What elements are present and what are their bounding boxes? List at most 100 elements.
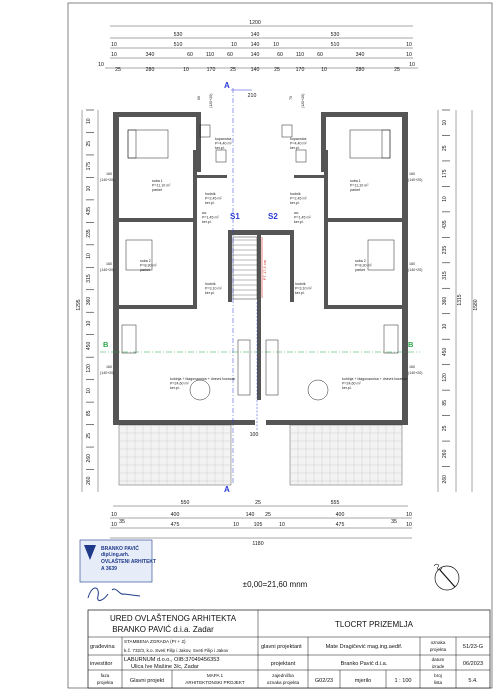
room-label: wc: [202, 211, 207, 215]
room-label: P=3,10 m²: [205, 287, 222, 291]
room-label: kupaonica: [215, 137, 231, 141]
dim-vertical-value: 435: [442, 220, 448, 229]
window-dim-left-2: (120+20): [209, 94, 213, 109]
dim-label: 10: [231, 42, 237, 48]
dim-label: 530: [331, 32, 340, 38]
room-label: ker.pl.: [342, 386, 352, 390]
label-faza-2: projekta: [97, 680, 114, 685]
dim-vertical-value: 235: [86, 229, 92, 238]
dim-label: 25: [115, 67, 121, 73]
room-label: wc: [294, 211, 299, 215]
room-label: kuhinja + blagovaonica + dnevni boravak: [170, 377, 235, 381]
label-gradevina: građevina: [90, 644, 115, 650]
value-gradevina-2: k.č. 732/3, k.o. Sveti Filip i Jakov, Sv…: [124, 648, 229, 653]
dim-label: 10: [233, 522, 239, 528]
room-label: ker.pl.: [170, 386, 180, 390]
dim-210: 210: [248, 93, 257, 99]
dim-label: 10: [279, 522, 285, 528]
room-label: ker.pl.: [205, 291, 215, 295]
elevation-note: ±0,00=21,60 mnm: [243, 580, 308, 589]
label-broj-1: broj: [434, 673, 442, 678]
stamp-role: OVLAŠTENI ARHITEKT: [101, 557, 156, 565]
dim-vertical-value: 260: [86, 476, 92, 485]
dim-vertical-value: 10: [86, 388, 92, 394]
staircase: PT 17,5 cm: [232, 236, 267, 430]
building-walls: [113, 112, 408, 425]
dim-vertical-value: 120: [442, 373, 448, 382]
room-label: ker.pl.: [294, 220, 304, 224]
room-label: P=11,10 m²: [350, 184, 369, 188]
dim-label: 280: [146, 67, 155, 73]
room-label: soba 1: [350, 179, 361, 183]
label-mjerilo: mjerilo: [355, 678, 371, 684]
dim-label: 550: [181, 500, 190, 506]
dim-label: 10: [111, 52, 117, 58]
section-line-a: A A 210: [224, 81, 256, 494]
window-label-l2b: (140+20): [100, 268, 115, 272]
dim-label: 530: [174, 32, 183, 38]
label-zajednicka-1: zajednička: [272, 673, 294, 678]
dim-vertical-value: 175: [442, 169, 448, 178]
dim-label: 340: [356, 52, 365, 58]
dim-total-width: 1200: [249, 20, 261, 26]
window-dim-right: 70: [289, 96, 293, 100]
dim-label: 10: [406, 512, 412, 518]
dim-vertical-value: 175: [86, 162, 92, 171]
stamp-name: BRANKO PAVIĆ: [101, 544, 139, 552]
stamp-title: dipl.ing.arh.: [101, 552, 130, 558]
dim-label: 475: [336, 522, 345, 528]
label-faza-1: faza: [101, 673, 110, 678]
room-label: parket: [355, 268, 365, 272]
value-faza: Glavni projekt: [130, 678, 165, 684]
room-label: P=4,40 m²: [215, 142, 232, 146]
bottom-dimensions: 550 25 555 10 35 400 140 25 400 35 10 10…: [110, 500, 412, 547]
label-investitor: investitor: [90, 661, 113, 667]
label-mapa-1: MAPA 1: [207, 673, 224, 678]
label-projektant: projektant: [271, 661, 296, 667]
label-zajednicka-2: oznaka projekta: [267, 680, 300, 685]
dim-vertical-value: 85: [86, 410, 92, 416]
room-label: soba 2: [140, 259, 151, 263]
terraces: 100: [118, 424, 403, 486]
value-glavni-projektant: Mate Dragičević mag.ing.aedif.: [326, 644, 403, 650]
dim-vertical-value: 435: [86, 207, 92, 216]
dim-label: 170: [296, 67, 305, 73]
window-label-r1b: (140+20): [408, 178, 423, 182]
label-datum-1: datum: [432, 657, 445, 662]
dim-vertical-value: 315: [86, 274, 92, 283]
dim-vertical-value: 10: [442, 196, 448, 202]
office-name-1: URED OVLAŠTENOG ARHITEKTA: [110, 614, 237, 623]
dim-vertical-value: 260: [442, 475, 448, 484]
dim-label: 60: [317, 52, 323, 58]
dim-vertical-value: 260: [442, 449, 448, 458]
room-label: hodnik: [295, 282, 306, 286]
dim-vertical-value: 10: [86, 186, 92, 192]
value-zajednicka: G02/23: [315, 678, 333, 684]
room-label: hodnik: [205, 282, 216, 286]
room-label: ker.pl.: [202, 220, 212, 224]
dim-vertical-value: 260: [86, 454, 92, 463]
dim-label: 10: [406, 522, 412, 528]
left-dimension-values: 1025175104352351031536010450120108525260…: [86, 109, 94, 485]
dim-label: 140: [246, 512, 255, 518]
title-block: URED OVLAŠTENOG ARHITEKTA BRANKO PAVIĆ d…: [87, 609, 491, 689]
room-label: P=4,40 m²: [290, 142, 307, 146]
stair-annotation: PT 17,5 cm: [262, 259, 267, 280]
dim-vertical-value: 10: [86, 118, 92, 124]
room-label: P=2,45 m²: [205, 197, 222, 201]
dim-vertical-value: 10: [86, 253, 92, 259]
window-label-r3: 160: [409, 365, 415, 369]
window-label-l1b: (140+20): [100, 178, 115, 182]
dim-label: 10: [406, 52, 412, 58]
dim-label: 140: [251, 42, 260, 48]
dim-vertical-value: 25: [86, 433, 92, 439]
dim-label: 25: [394, 67, 400, 73]
label-mapa-2: ARHITEKTONSKI PROJEKT: [185, 680, 245, 685]
window-label-l3b: (140+20): [100, 371, 115, 375]
dim-label: 60: [277, 52, 283, 58]
section-line-b: B B: [100, 340, 420, 353]
drawing-title: TLOCRT PRIZEMLJA: [335, 620, 414, 629]
dim-right-total-1: 1315: [457, 294, 463, 305]
